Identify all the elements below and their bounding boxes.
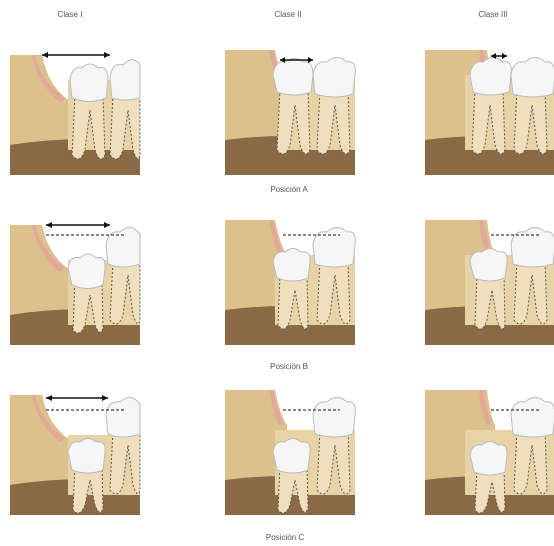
illustration-clase-iii-posicion-c (425, 390, 554, 515)
column-label-clase-iii: Clase III (478, 10, 507, 19)
illustration-clase-i-posicion-a (10, 50, 140, 175)
row-label-posicion-b: Posición B (270, 362, 308, 371)
illustration-clase-ii-posicion-a (225, 50, 355, 175)
illustration-clase-ii-posicion-b (225, 220, 355, 345)
molar-diagram-clase-iii-posicion-c (425, 390, 554, 515)
column-label-clase-i: Clase I (58, 10, 83, 19)
molar-diagram-clase-ii-posicion-b (225, 220, 355, 345)
molar-diagram-clase-i-posicion-c (10, 390, 140, 515)
molar-diagram-clase-iii-posicion-b (425, 220, 554, 345)
molar-diagram-clase-ii-posicion-a (225, 50, 355, 175)
illustration-clase-i-posicion-c (10, 390, 140, 515)
illustration-clase-ii-posicion-c (225, 390, 355, 515)
illustration-clase-i-posicion-b (10, 220, 140, 345)
illustration-clase-iii-posicion-a (425, 50, 554, 175)
row-label-posicion-a: Posición A (270, 185, 307, 194)
molar-diagram-clase-i-posicion-a (10, 50, 140, 175)
molar-diagram-clase-iii-posicion-a (425, 50, 554, 175)
molar-diagram-clase-ii-posicion-c (225, 390, 355, 515)
column-label-clase-ii: Clase II (274, 10, 301, 19)
molar-diagram-clase-i-posicion-b (10, 220, 140, 345)
illustration-clase-iii-posicion-b (425, 220, 554, 345)
row-label-posicion-c: Posición C (266, 533, 304, 542)
